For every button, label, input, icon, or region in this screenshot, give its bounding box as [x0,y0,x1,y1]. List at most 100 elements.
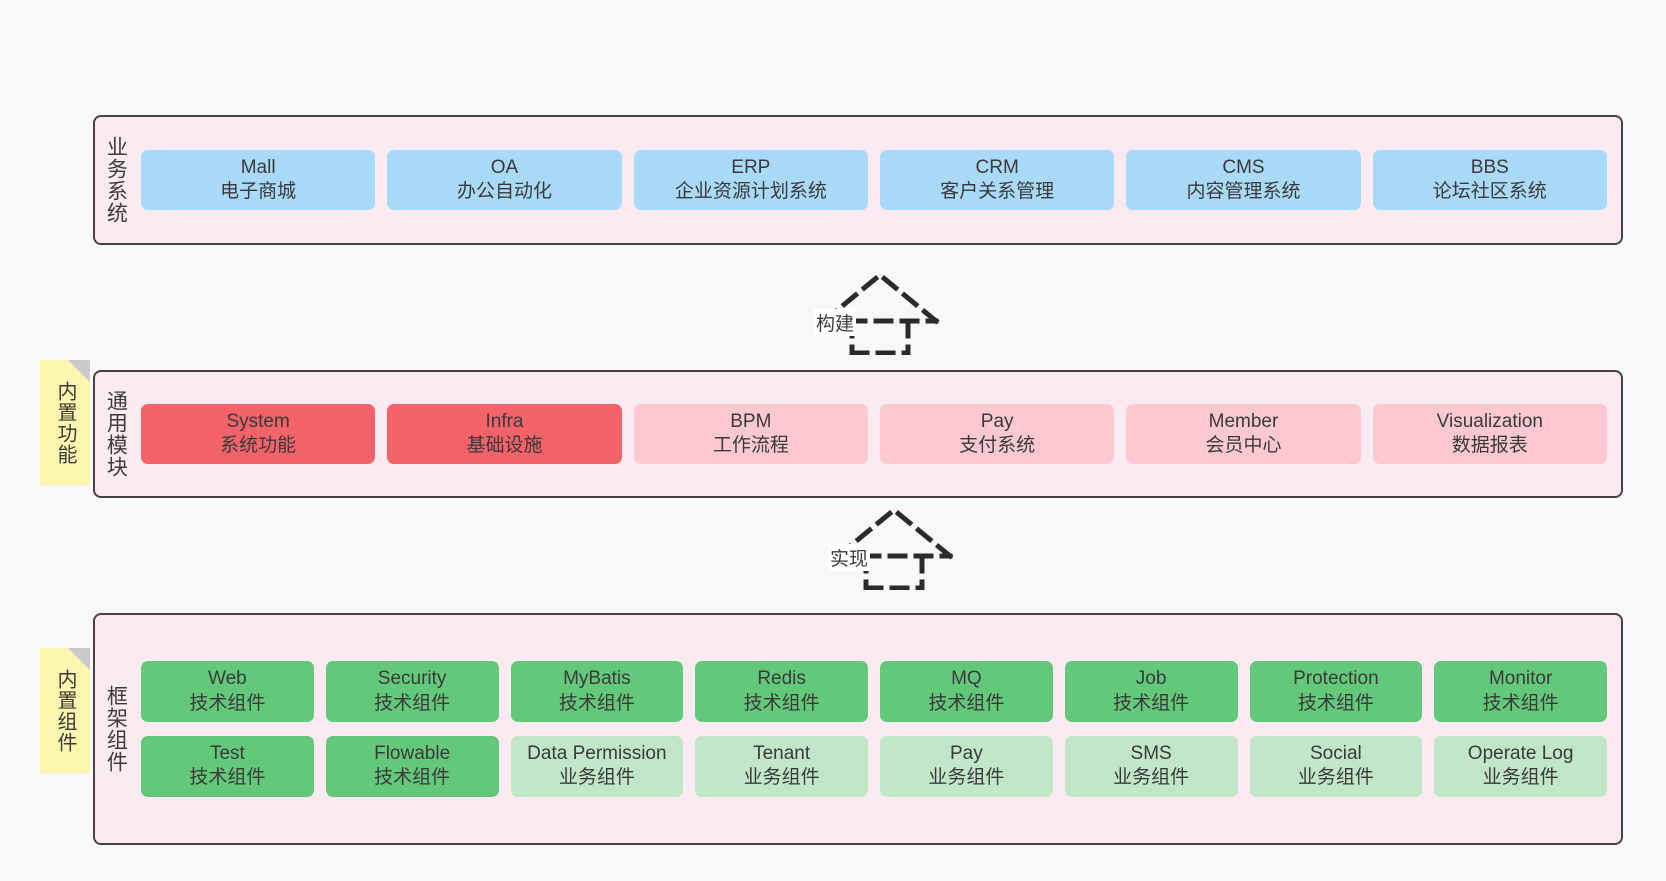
box-title: SMS [1130,743,1172,764]
box-security[interactable]: Security 技术组件 [325,661,499,722]
box-subtitle: 支付系统 [959,435,1036,456]
box-title: Flowable [374,743,451,764]
box-oa[interactable]: OA 办公自动化 [387,149,622,211]
box-subtitle: 工作流程 [712,435,789,456]
box-mybatis[interactable]: MyBatis 技术组件 [510,661,684,722]
box-title: Security [377,668,447,690]
box-subtitle: 业务组件 [1482,767,1559,789]
box-mall[interactable]: Mall 电子商城 [141,149,376,211]
box-title: MQ [951,668,982,690]
box-title: Monitor [1488,668,1553,690]
box-erp[interactable]: ERP 企业资源计划系统 [633,149,868,211]
box-subtitle: 技术组件 [1482,692,1559,714]
box-title: Protection [1293,668,1379,690]
box-bpm[interactable]: BPM 工作流程 [633,403,868,465]
box-subtitle: 技术组件 [558,692,635,714]
box-subtitle: 技术组件 [189,692,266,714]
box-subtitle: 技术组件 [743,692,820,714]
box-title: MyBatis [563,668,631,690]
box-title: Visualization [1436,410,1543,432]
box-job[interactable]: Job 技术组件 [1064,661,1238,722]
layer-row: Mall 电子商城 OA 办公自动化 ERP 企业资源计划系统 CRM 客户关系… [141,149,1607,211]
box-mq[interactable]: MQ 技术组件 [880,661,1053,722]
sticky-note-builtin-feature: 内置功能 [40,360,90,485]
box-pay-biz[interactable]: Pay 业务组件 [880,736,1053,797]
box-subtitle: 技术组件 [928,692,1005,714]
box-data-permission[interactable]: Data Permission 业务组件 [510,736,684,797]
box-title: Tenant [753,743,811,764]
connector-label-build: 构建 [814,309,857,336]
layer-row: System 系统功能 Infra 基础设施 BPM 工作流程 Pay 支付系统… [141,403,1607,465]
layer-business-systems[interactable]: 业务系统 Mall 电子商城 OA 办公自动化 ERP 企业资源计划系统 CRM… [93,115,1623,245]
sticky-note-text: 内置功能 [54,380,76,465]
box-title: Pay [950,743,983,764]
layer-title-framework-components: 框架组件 [104,685,128,773]
box-title: Job [1135,668,1167,690]
box-subtitle: 内容管理系统 [1186,181,1301,202]
box-social[interactable]: Social 业务组件 [1249,736,1423,797]
box-crm[interactable]: CRM 客户关系管理 [879,149,1115,211]
box-subtitle: 客户关系管理 [940,181,1055,202]
box-cms[interactable]: CMS 内容管理系统 [1126,149,1361,211]
sticky-note-text: 内置组件 [54,668,76,753]
box-subtitle: 技术组件 [374,692,451,714]
layer-common-modules[interactable]: 通用模块 System 系统功能 Infra 基础设施 BPM 工作流程 Pay… [93,370,1623,498]
box-subtitle: 会员中心 [1205,435,1282,456]
box-member[interactable]: Member 会员中心 [1126,403,1361,465]
box-operate-log[interactable]: Operate Log 业务组件 [1434,736,1607,797]
box-protection[interactable]: Protection 技术组件 [1249,661,1423,722]
box-redis[interactable]: Redis 技术组件 [695,661,868,722]
layer-body-framework-components: Web 技术组件 Security 技术组件 MyBatis 技术组件 Redi… [135,615,1621,843]
box-tenant[interactable]: Tenant 业务组件 [695,736,868,797]
box-subtitle: 技术组件 [189,767,266,789]
layer-row: Web 技术组件 Security 技术组件 MyBatis 技术组件 Redi… [141,661,1607,722]
box-subtitle: 业务组件 [743,767,820,789]
box-title: Pay [980,410,1014,432]
box-visualization[interactable]: Visualization 数据报表 [1372,403,1607,465]
box-test[interactable]: Test 技术组件 [141,736,314,797]
box-title: CRM [975,156,1019,178]
box-subtitle: 业务组件 [558,767,635,789]
box-pay[interactable]: Pay 支付系统 [879,403,1115,465]
generalization-arrow-icon [820,271,940,355]
box-subtitle: 系统功能 [220,435,297,456]
layer-row: Test 技术组件 Flowable 技术组件 Data Permission … [141,736,1607,797]
box-title: Infra [485,410,524,432]
box-monitor[interactable]: Monitor 技术组件 [1434,661,1607,722]
box-title: Data Permission [527,743,667,764]
layer-title-common-modules: 通用模块 [104,390,128,478]
box-title: Member [1208,410,1279,432]
box-title: CMS [1222,156,1265,178]
box-web[interactable]: Web 技术组件 [141,661,314,722]
box-title: OA [490,156,519,178]
sticky-note-builtin-component: 内置组件 [40,648,90,773]
box-title: Redis [757,668,806,690]
layer-framework-components[interactable]: 框架组件 Web 技术组件 Security 技术组件 MyBatis 技术组件… [93,613,1623,845]
box-title: System [226,410,290,432]
box-subtitle: 企业资源计划系统 [674,181,827,202]
box-subtitle: 办公自动化 [456,181,552,202]
box-subtitle: 技术组件 [1113,692,1190,714]
box-bbs[interactable]: BBS 论坛社区系统 [1372,149,1607,211]
box-title: BPM [730,410,772,432]
box-title: Operate Log [1467,743,1574,764]
layer-title-business-systems: 业务系统 [104,136,128,224]
box-title: Web [208,668,247,690]
box-sms[interactable]: SMS 业务组件 [1064,736,1238,797]
box-title: BBS [1470,156,1509,178]
box-flowable[interactable]: Flowable 技术组件 [325,736,499,797]
connector-label-implement: 实现 [828,544,871,571]
box-title: Social [1310,743,1362,764]
box-title: Mall [240,156,276,178]
box-subtitle: 论坛社区系统 [1432,181,1547,202]
box-system[interactable]: System 系统功能 [141,403,376,465]
box-subtitle: 技术组件 [374,767,451,789]
box-title: ERP [731,156,771,178]
box-infra[interactable]: Infra 基础设施 [387,403,622,465]
box-subtitle: 数据报表 [1451,435,1528,456]
box-title: Test [209,743,245,764]
box-subtitle: 业务组件 [1297,767,1374,789]
box-subtitle: 基础设施 [466,435,543,456]
box-subtitle: 业务组件 [1113,767,1190,789]
